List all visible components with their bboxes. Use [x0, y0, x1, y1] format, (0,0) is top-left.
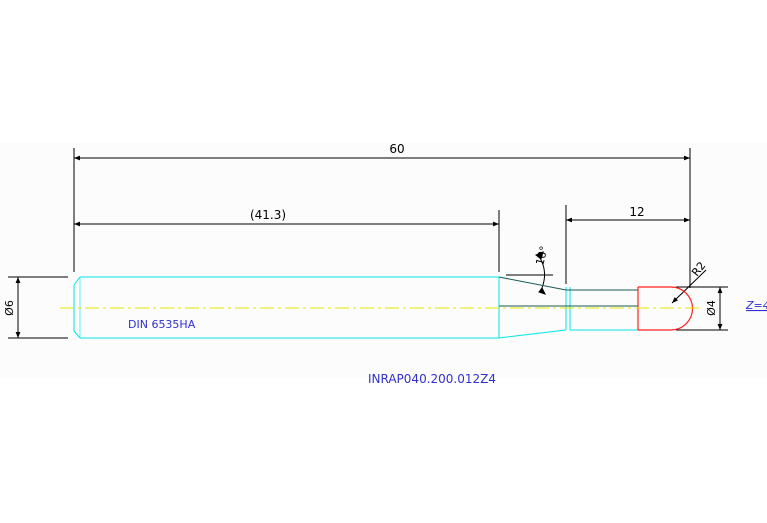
part-number-label: INRAP040.200.012Z4 [368, 372, 496, 386]
taper-angle-dimension [506, 251, 553, 295]
flutes-label: Z=4 [745, 299, 767, 312]
standard-label: DIN 6535HA [128, 318, 196, 331]
tip-diameter-label: Ø4 [705, 300, 718, 316]
body-length-label: (41.3) [250, 208, 286, 222]
extension-lines [8, 148, 728, 339]
neck-length-label: 12 [629, 205, 644, 219]
shank-diameter-label: Ø6 [3, 300, 16, 316]
drawing-background [0, 143, 767, 378]
radius-label: R2 [689, 259, 708, 279]
taper-angle-label: 10° [533, 245, 551, 267]
neck-outline [498, 276, 638, 307]
total-length-label: 60 [389, 142, 404, 156]
radius-leader-line [671, 269, 707, 304]
taper-outline [498, 287, 638, 339]
